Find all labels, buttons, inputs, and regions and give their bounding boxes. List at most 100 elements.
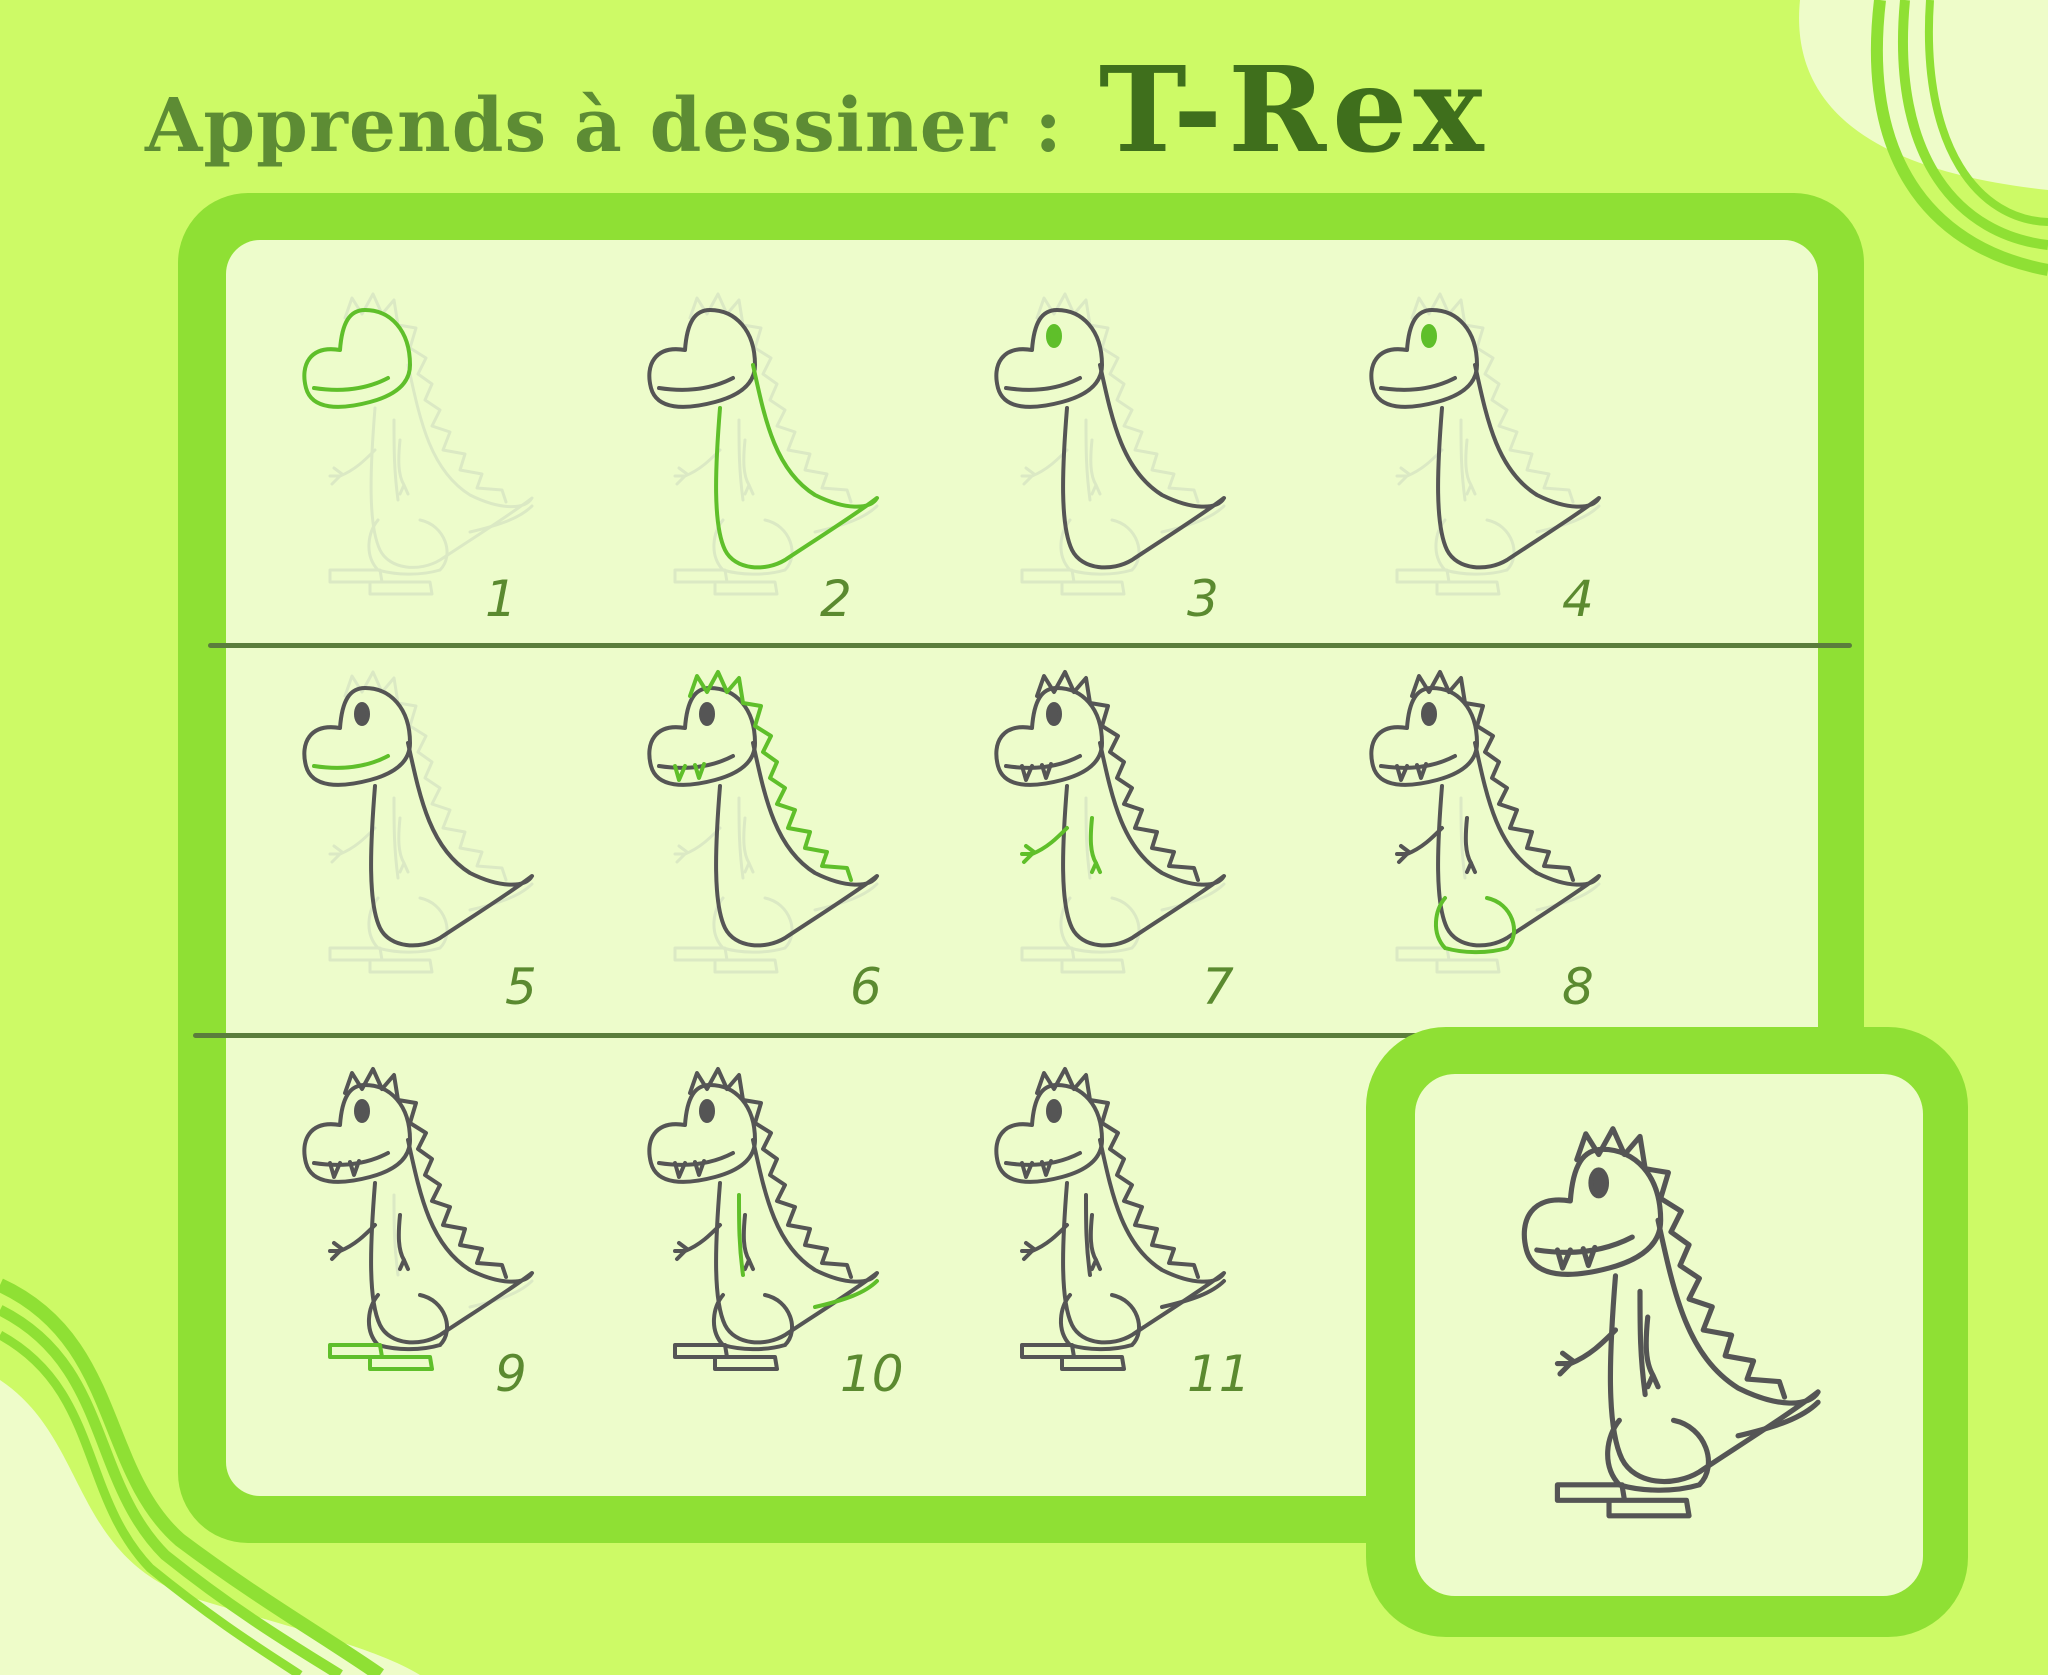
- outline-spikes: [1410, 670, 1575, 882]
- outline-body: [714, 741, 879, 948]
- outline-spikes: [688, 1067, 853, 1279]
- final-arms: [1554, 1314, 1661, 1390]
- outline-spikes: [343, 1067, 508, 1279]
- outline-body: [1061, 363, 1226, 570]
- new-arms: [1020, 816, 1102, 874]
- step-number: 5: [505, 958, 537, 1016]
- ghost-legs: [367, 896, 449, 954]
- title-prefix: Apprends à dessiner :: [145, 83, 1063, 169]
- row-divider-2: [193, 1033, 1433, 1038]
- final-legs: [1605, 1417, 1711, 1493]
- outline-eye: [699, 1099, 715, 1123]
- outline-legs: [367, 1293, 450, 1352]
- step-number: 10: [840, 1345, 904, 1403]
- outline-eye: [1046, 702, 1062, 726]
- outline-head: [302, 686, 412, 787]
- outline-spikes: [1035, 670, 1200, 882]
- step-number: 11: [1187, 1345, 1251, 1403]
- outline-belly: [1084, 1193, 1092, 1277]
- step-number: 2: [820, 570, 852, 628]
- ghost-belly: [737, 796, 745, 880]
- new-mouth: [312, 376, 390, 392]
- ghost-spikes: [343, 292, 508, 504]
- step-2-drawing: 2: [615, 270, 925, 630]
- step-11-drawing: 11: [962, 1045, 1272, 1405]
- ghost-feet: [328, 946, 434, 974]
- ghost-legs: [1434, 518, 1516, 576]
- ghost-arms: [1020, 438, 1102, 496]
- step-7-drawing: 7: [962, 648, 1272, 1016]
- ghost-belly: [1084, 796, 1092, 880]
- ghost-tailEnd: [468, 504, 534, 534]
- outline-eye: [1046, 1099, 1062, 1123]
- step-1-drawing: 1: [270, 270, 580, 630]
- new-teeth: [673, 762, 706, 782]
- ghost-arms: [328, 438, 410, 496]
- ghost-belly: [1459, 796, 1467, 880]
- ghost-tailEnd: [468, 1279, 534, 1309]
- outline-teeth: [1020, 762, 1053, 782]
- ghost-legs: [1059, 518, 1141, 576]
- ghost-tailEnd: [468, 882, 534, 912]
- step-4-drawing: 4: [1337, 270, 1647, 630]
- outline-head: [647, 308, 757, 409]
- step-10-drawing: 10: [615, 1045, 925, 1405]
- ghost-arms: [1395, 438, 1477, 496]
- ghost-belly: [737, 418, 745, 502]
- final-belly: [1637, 1288, 1648, 1398]
- new-mouth: [312, 754, 390, 770]
- step-number: 7: [1202, 958, 1234, 1016]
- outline-feet: [1020, 1343, 1126, 1371]
- outline-arms: [328, 1213, 410, 1271]
- new-eye: [1421, 324, 1437, 348]
- new-eye: [1046, 324, 1062, 348]
- ghost-spikes: [343, 670, 508, 882]
- title-animal: T-Rex: [1098, 40, 1490, 179]
- step-6-drawing: 6: [615, 648, 925, 1016]
- new-feet: [328, 1343, 434, 1371]
- step-9-drawing: 9: [270, 1045, 580, 1405]
- ghost-legs: [712, 896, 794, 954]
- outline-spikes: [1035, 1067, 1200, 1279]
- ghost-feet: [1020, 946, 1126, 974]
- outline-body: [1061, 741, 1226, 948]
- ghost-feet: [673, 568, 779, 596]
- result-panel: [1415, 1074, 1923, 1596]
- ghost-tailEnd: [1160, 504, 1226, 534]
- ghost-belly: [1084, 418, 1092, 502]
- outline-tailEnd: [1160, 1279, 1226, 1309]
- step-number: 3: [1187, 570, 1219, 628]
- ghost-arms: [328, 816, 410, 874]
- outline-body: [369, 741, 534, 948]
- final-feet: [1554, 1482, 1692, 1519]
- new-belly: [737, 1193, 745, 1277]
- outline-legs: [712, 1293, 795, 1352]
- new-tailEnd: [813, 1279, 879, 1309]
- ghost-tailEnd: [1535, 504, 1601, 534]
- ghost-tailEnd: [1535, 882, 1601, 912]
- ghost-feet: [328, 568, 434, 596]
- outline-body: [1436, 363, 1601, 570]
- outline-teeth: [328, 1159, 361, 1179]
- step-8-drawing: 8: [1337, 648, 1647, 1016]
- outline-feet: [673, 1343, 779, 1371]
- step-number: 4: [1562, 570, 1594, 628]
- ghost-tailEnd: [1160, 882, 1226, 912]
- step-3-drawing: 3: [962, 270, 1272, 630]
- outline-eye: [354, 1099, 370, 1123]
- step-5-drawing: 5: [270, 648, 580, 1016]
- outline-eye: [354, 702, 370, 726]
- step-number: 8: [1562, 958, 1594, 1016]
- new-body: [714, 363, 879, 570]
- ghost-feet: [673, 946, 779, 974]
- final-teeth: [1554, 1244, 1598, 1271]
- ghost-spikes: [1410, 292, 1575, 504]
- new-head: [302, 308, 412, 409]
- ghost-spikes: [688, 292, 853, 504]
- ghost-belly: [392, 796, 400, 880]
- ghost-feet: [1395, 946, 1501, 974]
- outline-mouth: [1379, 376, 1457, 392]
- outline-arms: [1395, 816, 1477, 874]
- outline-eye: [699, 702, 715, 726]
- step-number: 6: [850, 958, 882, 1016]
